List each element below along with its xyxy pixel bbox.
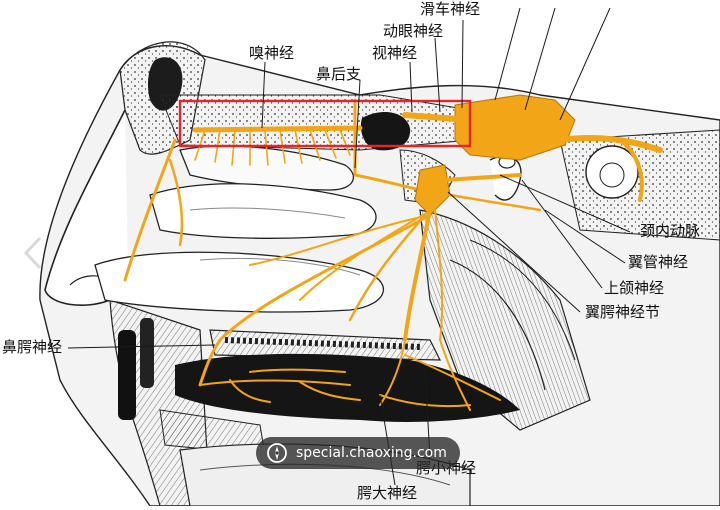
incisor-1: [118, 330, 136, 420]
highlight-box: [178, 99, 472, 148]
olfactory-fibres: [194, 129, 351, 166]
descending-nerve-5: [249, 214, 431, 266]
label-optic-nerve: 视神经: [372, 44, 418, 62]
label-internal-carotid-artery: 颈内动脉: [640, 222, 701, 240]
palatine-branches: [199, 339, 501, 411]
turbinate-shading: [199, 257, 361, 276]
nerve-trunk-right: [557, 135, 663, 153]
nerves: [123, 94, 663, 411]
middle-turbinate: [149, 183, 377, 239]
maxillary-nerve: [443, 173, 522, 182]
hard-palate: [209, 329, 441, 361]
leader-lines: [67, 7, 631, 486]
pharyngeal-wall: [419, 209, 591, 431]
watermark-badge: special.chaoxing.com: [256, 437, 460, 469]
cribriform-band: [159, 94, 471, 151]
eyeball-inner: [599, 162, 625, 188]
nasal-branch-1: [168, 158, 184, 247]
pterygopalatine-ganglion: [414, 164, 451, 216]
nasopalatine-nerve: [198, 213, 432, 387]
pharyngeal-fold: [449, 259, 546, 391]
incisor-2: [140, 318, 154, 388]
pterygoid-canal-nerve: [448, 193, 542, 212]
label-oculomotor-nerve: 动眼神经: [383, 22, 444, 40]
watermark-text: special.chaoxing.com: [296, 445, 447, 461]
label-olfactory-nerve: 嗅神经: [249, 44, 295, 62]
nasal-external-nerve: [123, 138, 177, 282]
palate-stripe: [224, 337, 421, 350]
sphenoid-sinus: [360, 112, 411, 151]
descending-nerve-4: [434, 209, 444, 341]
label-greater-palatine-nerve: 腭大神经: [357, 484, 418, 502]
label-pterygoid-canal-nerve: 翼管神经: [628, 253, 689, 271]
turbinate-shading-2: [189, 207, 346, 219]
inferior-turbinate: [94, 251, 385, 313]
label-pterygopalatine-ganglion: 翼腭神经节: [585, 303, 661, 321]
nerve-to-eye: [618, 138, 644, 202]
compass-icon: [267, 443, 287, 463]
pharyngeal-fold-2: [469, 239, 576, 361]
olfactory-nerve: [192, 125, 363, 133]
label-posterior-nasal-branch: 鼻后支: [316, 65, 362, 83]
posterior-nasal-branch: [353, 98, 422, 192]
eyeball: [585, 145, 639, 199]
label-nasopalatine-nerve: 鼻腭神经: [2, 338, 63, 356]
previous-arrow-icon[interactable]: [22, 236, 44, 270]
descending-nerve-2: [348, 213, 427, 322]
descending-nerve-1: [403, 208, 432, 342]
label-trochlear-nerve: 滑车神经: [420, 0, 481, 18]
optic-nerve: [402, 112, 473, 123]
label-maxillary-nerve: 上颌神经: [604, 279, 665, 297]
